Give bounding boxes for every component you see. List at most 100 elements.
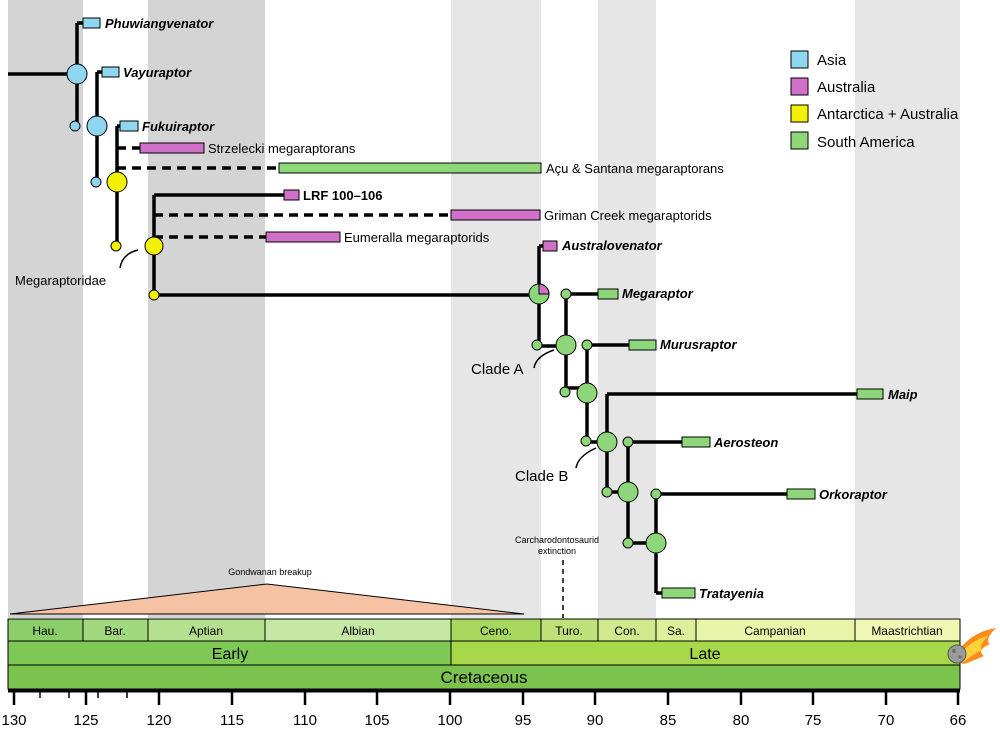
label-gondwanan-breakup: Gondwanan breakup	[228, 567, 312, 577]
stage-label: Hau.	[32, 624, 57, 638]
legend-swatch-asia	[790, 50, 809, 69]
axis-tick-label: 95	[515, 712, 532, 729]
range-eumeralla	[265, 231, 341, 243]
range-phuwiangvenator	[82, 17, 101, 29]
stratigraphic-ranges	[82, 17, 884, 599]
ancestral-nodes	[66, 63, 667, 554]
range-vayuraptor	[101, 66, 120, 78]
stage-bands	[8, 0, 960, 618]
range-fukuiraptor	[119, 120, 139, 132]
range-tratayenia	[661, 587, 696, 599]
axis-tick-label: 90	[587, 712, 604, 729]
range-strzelecki	[139, 142, 205, 154]
label-aerosteon: Aerosteon	[713, 435, 778, 450]
annotations: Gondwanan breakup Carcharodontosaurid ex…	[9, 535, 599, 618]
band-hauterivian	[8, 0, 83, 618]
node-small	[531, 339, 543, 351]
stage-label: Albian	[341, 624, 374, 638]
label-clade-a: Clade A	[471, 361, 524, 378]
axis-tick-label: 66	[950, 712, 967, 729]
timescale: Hau. Bar. Aptian Albian Ceno. Turo. Con.…	[1, 618, 996, 729]
label-clade-b: Clade B	[515, 468, 568, 485]
stage-label: Turo.	[555, 624, 583, 638]
node-small	[650, 488, 662, 500]
axis-tick-label: 75	[805, 712, 822, 729]
axis-tick-label: 125	[73, 712, 98, 729]
axis-tick-label: 105	[364, 712, 389, 729]
band-cenomanian	[451, 0, 541, 618]
range-lrf	[283, 189, 300, 201]
period-box	[7, 664, 961, 690]
label-acu-santana: Açu & Santana megaraptorans	[546, 161, 724, 176]
node-small	[560, 288, 572, 300]
node-vayuraptor-split	[86, 115, 108, 137]
node-small	[148, 289, 160, 301]
axis-tick-label: 70	[878, 712, 895, 729]
meteor-icon	[947, 628, 996, 664]
axis-tick-label: 80	[733, 712, 750, 729]
range-aerosteon	[681, 436, 711, 448]
range-griman	[450, 209, 541, 221]
label-carcharodontosaurid-2: extinction	[538, 546, 576, 556]
legend-label-south-america: South America	[817, 134, 915, 151]
range-murusraptor	[628, 339, 657, 351]
label-carcharodontosaurid-1: Carcharodontosaurid	[515, 535, 599, 545]
label-tratayenia: Tratayenia	[699, 586, 764, 601]
node-small	[622, 436, 634, 448]
label-phuwiangvenator: Phuwiangvenator	[105, 16, 214, 31]
legend-label-asia: Asia	[817, 52, 847, 69]
stage-label: Maastrichtian	[871, 624, 942, 638]
tree-branches	[8, 21, 857, 595]
node-murusraptor-split	[576, 382, 598, 404]
range-megaraptor	[597, 288, 619, 300]
legend-swatch-australia	[790, 77, 809, 96]
node-small	[69, 120, 81, 132]
clade-labels: Megaraptoridae Clade A Clade B	[15, 249, 597, 485]
label-megaraptoridae: Megaraptoridae	[15, 273, 106, 288]
node-megaraptoridae	[144, 236, 164, 256]
range-maip	[856, 388, 884, 400]
axis-tick-label: 130	[1, 712, 26, 729]
node-orkoraptor-split	[645, 532, 667, 554]
legend-label-antarctica: Antarctica + Australia	[817, 106, 959, 123]
axis-tick-label: 100	[437, 712, 462, 729]
node-small	[90, 176, 102, 188]
label-fukuiraptor: Fukuiraptor	[142, 119, 215, 134]
gondwanan-breakup-wedge	[9, 583, 525, 615]
legend-swatch-antarctica	[790, 104, 809, 123]
node-clade-b	[596, 431, 618, 453]
range-orkoraptor	[786, 488, 816, 500]
label-murusraptor: Murusraptor	[660, 337, 738, 352]
stage-label: Con.	[614, 624, 639, 638]
epoch-box-early	[7, 640, 452, 666]
node-australovenator-split	[528, 283, 550, 305]
stage-label: Campanian	[744, 624, 805, 638]
stage-label: Aptian	[189, 624, 223, 638]
label-eumeralla: Eumeralla megaraptorids	[344, 230, 490, 245]
node-clade-a	[555, 334, 577, 356]
label-megaraptor: Megaraptor	[622, 286, 694, 301]
range-australovenator	[542, 240, 558, 252]
epoch-label-late: Late	[689, 646, 720, 663]
band-aptian	[148, 0, 265, 618]
node-small	[622, 537, 634, 549]
node-aerosteon-split	[617, 481, 639, 503]
epoch-label-early: Early	[212, 646, 248, 663]
stage-label: Ceno.	[480, 624, 512, 638]
label-strzelecki: Strzelecki megaraptorans	[208, 141, 356, 156]
label-australovenator: Australovenator	[561, 238, 663, 253]
node-fukuiraptor-split	[106, 171, 128, 193]
legend-swatch-south-america	[790, 131, 809, 150]
label-maip: Maip	[888, 387, 918, 402]
taxon-labels: Phuwiangvenator Vayuraptor Fukuiraptor S…	[105, 16, 918, 601]
stage-label: Bar.	[104, 624, 125, 638]
axis-tick-label: 120	[146, 712, 171, 729]
node-root	[66, 63, 88, 85]
node-small	[559, 386, 571, 398]
label-griman: Griman Creek megaraptorids	[544, 208, 712, 223]
node-small	[580, 435, 592, 447]
period-label: Cretaceous	[441, 668, 528, 687]
stage-label: Sa.	[667, 624, 685, 638]
axis-tick-label: 110	[293, 712, 317, 729]
